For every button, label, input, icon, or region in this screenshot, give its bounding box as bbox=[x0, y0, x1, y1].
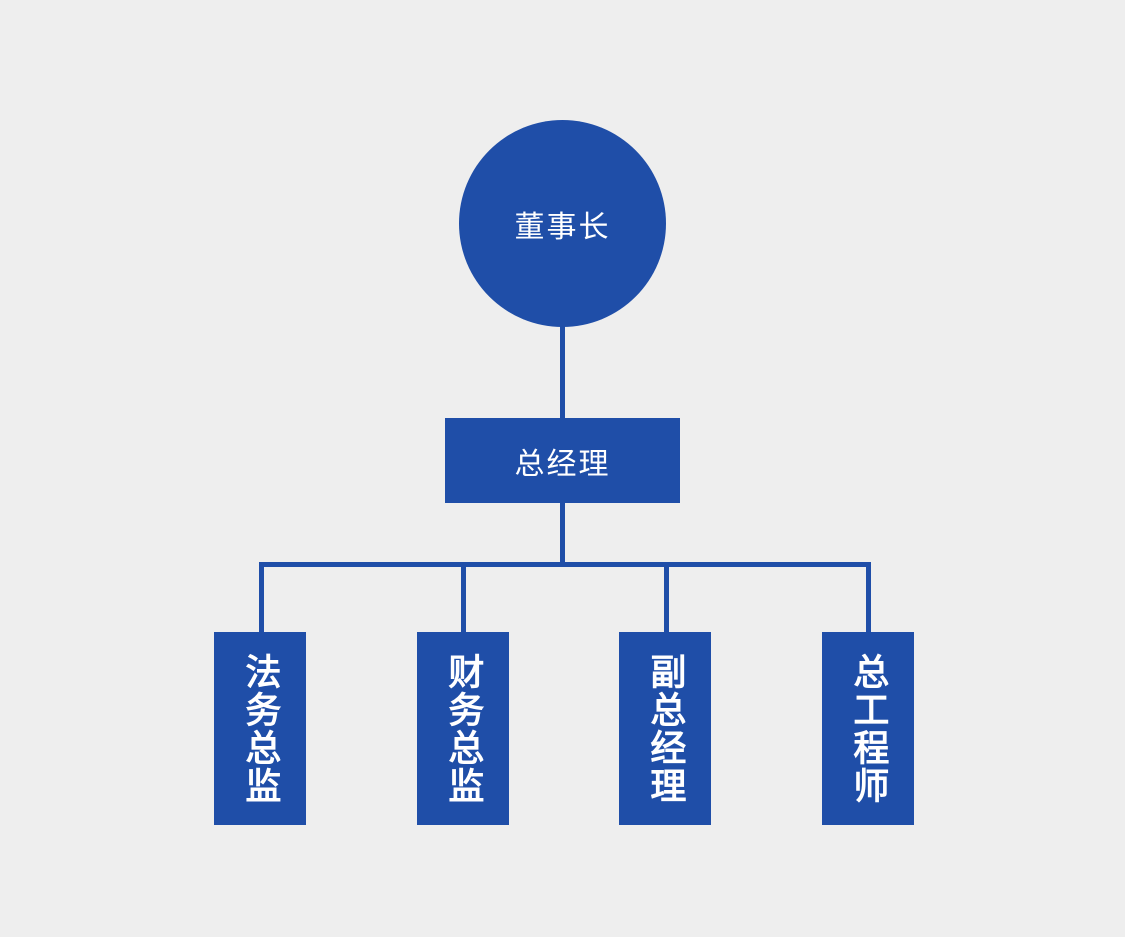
node-finance-director-label: 财务总监 bbox=[443, 652, 485, 805]
connector-chairman-to-gm bbox=[560, 300, 565, 420]
connector-drop-4 bbox=[866, 562, 871, 634]
connector-horizontal-bus bbox=[259, 562, 870, 567]
node-legal-director-label: 法务总监 bbox=[240, 652, 282, 805]
connector-drop-1 bbox=[259, 562, 264, 634]
node-chief-engineer-label: 总工程师 bbox=[848, 652, 890, 805]
connector-gm-to-bus bbox=[560, 500, 565, 565]
node-chairman-label: 董事长 bbox=[514, 210, 611, 244]
connector-drop-3 bbox=[664, 562, 669, 634]
node-finance-director[interactable]: 财务总监 bbox=[417, 632, 509, 825]
node-general-manager-label: 总经理 bbox=[514, 447, 611, 481]
node-legal-director[interactable]: 法务总监 bbox=[214, 632, 306, 825]
node-chairman[interactable]: 董事长 bbox=[459, 120, 666, 327]
node-deputy-general-manager[interactable]: 副总经理 bbox=[619, 632, 711, 825]
node-general-manager[interactable]: 总经理 bbox=[445, 418, 680, 503]
node-deputy-general-manager-label: 副总经理 bbox=[645, 652, 687, 805]
connector-drop-2 bbox=[461, 562, 466, 634]
node-chief-engineer[interactable]: 总工程师 bbox=[822, 632, 914, 825]
